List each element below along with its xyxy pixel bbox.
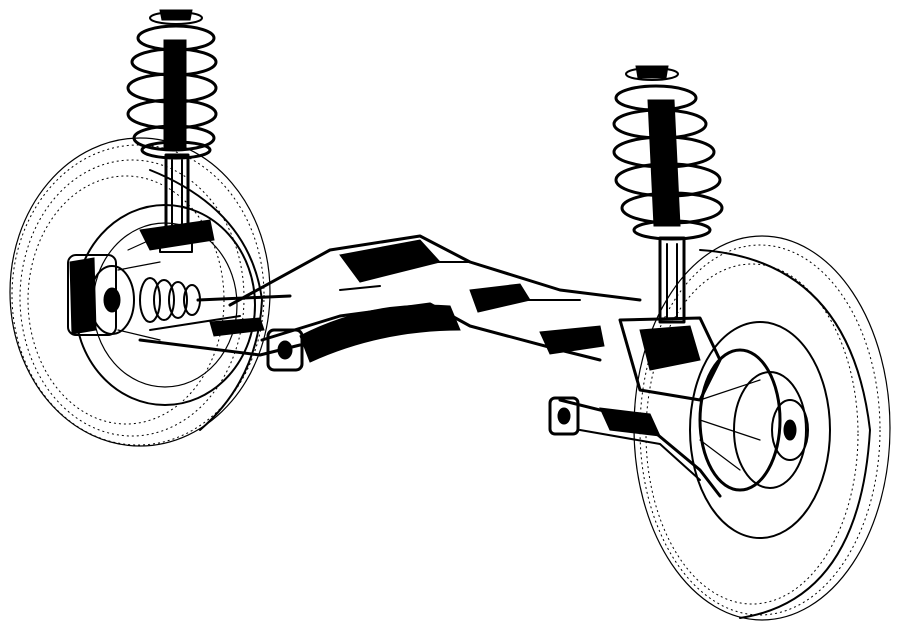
left-control-arm <box>138 315 302 357</box>
right-control-arm <box>558 398 722 498</box>
left-strut-spring <box>126 9 218 253</box>
right-hub-assembly <box>618 316 809 492</box>
right-brake-disc <box>689 321 831 539</box>
right-strut-spring <box>612 65 724 324</box>
right-tyre <box>633 235 891 621</box>
left-hub-assembly <box>67 219 215 341</box>
crossmember <box>228 234 642 436</box>
